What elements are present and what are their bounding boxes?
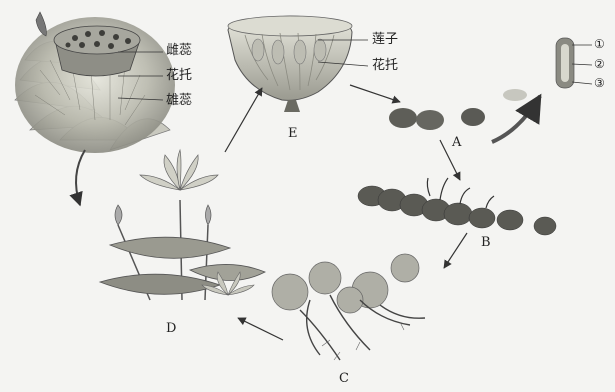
stage-b-label: B xyxy=(481,236,491,249)
seed-part-2-label: ② xyxy=(594,58,605,70)
lotus-seedpod-cross-section xyxy=(228,16,368,112)
mature-lotus-plant-stage-d xyxy=(100,150,265,300)
lotus-seeds-stage-a xyxy=(389,108,485,130)
seed-part-1-label: ① xyxy=(594,38,605,50)
seed-structure-detail xyxy=(492,38,592,142)
stage-e-label: E xyxy=(288,127,298,140)
label-flower-receptacle: 花托 xyxy=(166,69,192,82)
seedlings-stage-c xyxy=(272,254,425,360)
stage-d-label: D xyxy=(166,322,176,335)
label-pistil: 雌蕊 xyxy=(166,44,192,57)
label-stamen: 雄蕊 xyxy=(166,94,192,107)
seed-part-3-label: ③ xyxy=(594,77,605,89)
label-seedpod-receptacle: 花托 xyxy=(372,59,398,72)
germinating-seeds-stage-b xyxy=(358,178,556,235)
stage-a-label: A xyxy=(452,136,461,149)
stage-c-label: C xyxy=(339,372,349,385)
label-lotus-seed: 莲子 xyxy=(372,33,398,46)
